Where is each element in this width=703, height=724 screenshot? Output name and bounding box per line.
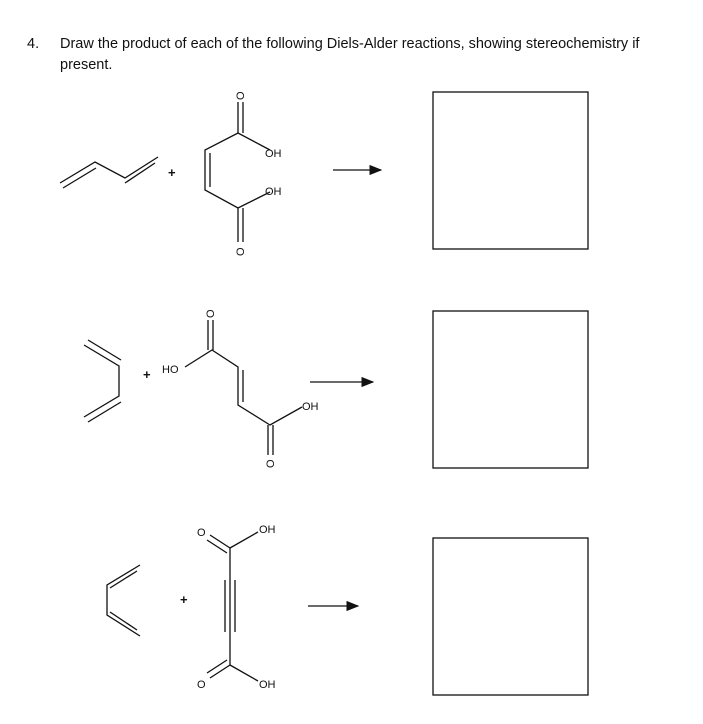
oh-label: OH (265, 186, 282, 198)
carbonyl-o-label: O (197, 527, 206, 539)
carbonyl-o-label: O (265, 459, 277, 468)
answer-box-3[interactable] (432, 537, 589, 696)
carbonyl-o-label: O (197, 679, 206, 691)
diene-3 (106, 564, 141, 637)
plus-sign-1: + (168, 165, 176, 180)
diene-2 (83, 339, 122, 423)
plus-sign-2: + (143, 367, 151, 382)
ho-label: HO (162, 364, 179, 376)
carbonyl-o-label: O (235, 91, 247, 100)
acetylenedicarboxylic-acid: OH OH O O (197, 524, 276, 691)
question-number: 4. (27, 36, 40, 52)
oh-label: OH (265, 148, 282, 160)
reaction-1: + OH OH O O (59, 91, 589, 256)
carbonyl-o-label: O (235, 247, 247, 256)
answer-box-2[interactable] (432, 310, 589, 469)
question-text: Draw the product of each of the followin… (60, 36, 640, 73)
fumaric-acid: HO OH O O (162, 309, 319, 468)
oh-label: OH (259, 524, 276, 536)
answer-box-1[interactable] (432, 91, 589, 250)
diene-1 (59, 156, 159, 189)
maleic-acid: OH OH O O (204, 91, 282, 256)
plus-sign-3: + (180, 592, 188, 607)
oh-label: OH (302, 401, 319, 413)
carbonyl-o-label: O (205, 309, 217, 318)
oh-label: OH (259, 679, 276, 691)
reaction-2: + HO OH O O (83, 309, 589, 469)
reaction-3: + OH OH O O (106, 524, 589, 696)
